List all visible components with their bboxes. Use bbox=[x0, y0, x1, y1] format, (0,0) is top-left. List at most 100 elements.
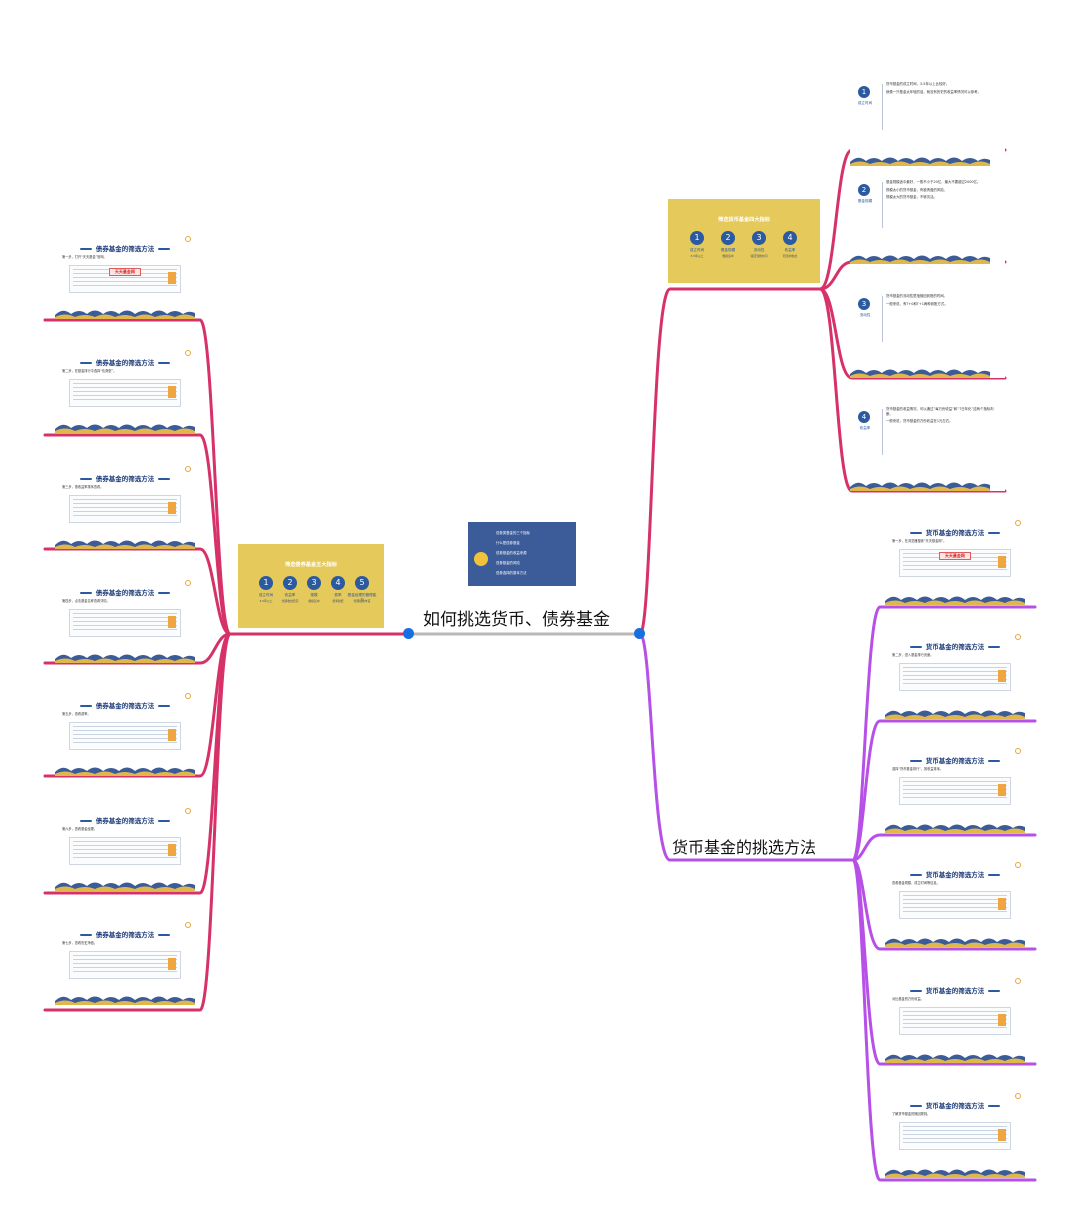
brand-logo-icon bbox=[1015, 748, 1021, 754]
wave-decoration bbox=[55, 424, 195, 433]
left-branch-line bbox=[43, 632, 232, 1012]
indicators-heading: 筛选货币基金四大指标 bbox=[718, 217, 770, 223]
screenshot-thumbnail bbox=[69, 951, 181, 979]
indicator-desc: 费率较低 bbox=[332, 599, 344, 603]
divider bbox=[882, 296, 883, 342]
divider bbox=[882, 182, 883, 228]
indicator-label: 规模 bbox=[310, 593, 318, 597]
right-upper-branch-line bbox=[818, 287, 1007, 493]
indicators-heading: 筛选债券基金五大指标 bbox=[285, 562, 337, 568]
right-lower-branch-line bbox=[851, 858, 1037, 1182]
card-title: 货币基金的筛选方法 bbox=[885, 641, 1025, 651]
wave-decoration bbox=[850, 157, 990, 166]
money-fund-indicators-card[interactable]: 筛选货币基金四大指标 1 2 3 4 成立时间 基金规模 流动性 收益率 3-5… bbox=[668, 199, 820, 283]
indicator-desc: 赎回到账时间 bbox=[750, 254, 768, 258]
fund-method-card[interactable]: 债券基金的筛选方法第七步，查看历史净值。 bbox=[55, 919, 195, 1005]
card-title: 货币基金的筛选方法 bbox=[885, 527, 1025, 537]
brand-logo-icon bbox=[185, 236, 191, 242]
indicator-desc: 3-5年以上 bbox=[690, 254, 704, 258]
fund-method-card[interactable]: 债券基金的筛选方法第四步，点击基金名称查看详情。 bbox=[55, 577, 195, 663]
brand-logo-icon bbox=[185, 808, 191, 814]
indicator-number: 3 bbox=[858, 298, 870, 310]
indicator-label: 收益率 bbox=[784, 248, 796, 252]
indicator-number: 1 bbox=[858, 86, 870, 98]
card-step-text: 第二步，进入基金排行页面。 bbox=[892, 653, 934, 657]
fund-method-card[interactable]: 货币基金的筛选方法选择“货币基金排行”，按收益排序。 bbox=[885, 745, 1025, 833]
indicator-label: 收益率 bbox=[284, 593, 296, 597]
indicator-text: 规模太大的货币基金，不够灵活。 bbox=[886, 195, 937, 200]
screenshot-thumbnail bbox=[899, 891, 1011, 919]
fund-method-card[interactable]: 债券基金的筛选方法第五步，查看费率。 bbox=[55, 690, 195, 776]
fund-method-card[interactable]: 货币基金的筛选方法了解货币基金的赎回规则。 bbox=[885, 1090, 1025, 1178]
indicator-label: 基金经理的管理能力 bbox=[347, 593, 377, 602]
indicator-name: 流动性 bbox=[859, 313, 871, 317]
card-step-text: 第七步，查看历史净值。 bbox=[62, 941, 98, 945]
fund-method-card[interactable]: 债券基金的筛选方法第二步，在基金排行中选择“债券型”。 bbox=[55, 347, 195, 433]
wave-decoration bbox=[885, 596, 1025, 605]
indicator-name: 基金规模 bbox=[857, 199, 873, 203]
fund-method-card[interactable]: 债券基金的筛选方法第六步，查看基金经理。 bbox=[55, 805, 195, 891]
brand-logo-icon bbox=[1015, 862, 1021, 868]
fund-method-card[interactable]: 货币基金的筛选方法第二步，进入基金排行页面。 bbox=[885, 631, 1025, 719]
wave-decoration bbox=[55, 310, 195, 319]
card-step-text: 了解货币基金的赎回规则。 bbox=[892, 1112, 931, 1116]
wave-decoration bbox=[850, 482, 990, 491]
right-lower-branch-line bbox=[851, 833, 1037, 862]
brand-logo-icon bbox=[185, 466, 191, 472]
screenshot-thumbnail bbox=[69, 379, 181, 407]
fund-method-card[interactable]: 债券基金的筛选方法第三步，按收益率排序查看。 bbox=[55, 463, 195, 549]
indicator-number: 3 bbox=[752, 231, 766, 245]
fund-method-card[interactable]: 货币基金的筛选方法对比基金的万份收益。 bbox=[885, 975, 1025, 1063]
card-title: 债券基金的筛选方法 bbox=[55, 587, 195, 597]
card-title: 货币基金的筛选方法 bbox=[885, 1100, 1025, 1110]
indicator-number: 4 bbox=[858, 411, 870, 423]
divider bbox=[882, 409, 883, 455]
screenshot-thumbnail bbox=[69, 609, 181, 637]
fund-method-card[interactable]: 货币基金的筛选方法查看基金规模、成立时间等信息。 bbox=[885, 859, 1025, 947]
brand-logo-icon bbox=[185, 350, 191, 356]
right-lower-trunk bbox=[638, 632, 855, 862]
screenshot-thumbnail bbox=[69, 837, 181, 865]
card-title: 货币基金的筛选方法 bbox=[885, 985, 1025, 995]
brand-logo-icon bbox=[185, 922, 191, 928]
card-title: 债券基金的筛选方法 bbox=[55, 700, 195, 710]
site-logo-icon: 天天基金网 bbox=[938, 552, 972, 560]
wave-decoration bbox=[885, 824, 1025, 833]
card-step-text: 第五步，查看费率。 bbox=[62, 712, 91, 716]
wave-decoration bbox=[55, 540, 195, 549]
card-step-text: 查看基金规模、成立时间等信息。 bbox=[892, 881, 940, 885]
card-title: 债券基金的筛选方法 bbox=[55, 357, 195, 367]
wave-decoration bbox=[55, 767, 195, 776]
debt-fund-indicators-card[interactable]: 筛选债券基金五大指标 1 2 3 4 5 成立时间 收益率 规模 费率 基金经理… bbox=[238, 544, 384, 628]
left-branch-line bbox=[43, 433, 232, 636]
screenshot-thumbnail bbox=[69, 495, 181, 523]
indicator-number: 1 bbox=[690, 231, 704, 245]
right-upper-branch-line bbox=[818, 148, 1007, 291]
fund-method-card[interactable]: 货币基金的筛选方法第一步，在浏览器搜索“天天基金网”。天天基金网 bbox=[885, 517, 1025, 605]
card-title: 债券基金的筛选方法 bbox=[55, 243, 195, 253]
money-fund-branch-label[interactable]: 货币基金的挑选方法 bbox=[672, 838, 817, 857]
indicator-number: 4 bbox=[331, 576, 345, 590]
screenshot-thumbnail bbox=[899, 1122, 1011, 1150]
brand-logo-icon bbox=[1015, 634, 1021, 640]
indicator-number: 2 bbox=[721, 231, 735, 245]
divider bbox=[882, 84, 883, 130]
card-title: 债券基金的筛选方法 bbox=[55, 929, 195, 939]
left-node-dot bbox=[403, 628, 414, 639]
card-title: 债券基金的筛选方法 bbox=[55, 815, 195, 825]
card-title: 货币基金的筛选方法 bbox=[885, 869, 1025, 879]
central-topic[interactable]: 如何挑选货币、债券基金 bbox=[423, 610, 610, 630]
card-step-text: 第一步，在浏览器搜索“天天基金网”。 bbox=[892, 539, 947, 543]
wave-decoration bbox=[55, 882, 195, 891]
indicator-desc: 3-5年以上 bbox=[259, 599, 273, 603]
debt-fund-intro-box[interactable]: 债券类基金的三个指标 什么是债券基金 债券基金的收益来源 债券基金的风险 债券选… bbox=[468, 522, 576, 586]
fund-method-card[interactable]: 债券基金的筛选方法第一步，打开“天天基金”官网。天天基金网 bbox=[55, 233, 195, 319]
screenshot-thumbnail bbox=[899, 663, 1011, 691]
screenshot-thumbnail bbox=[899, 777, 1011, 805]
sun-icon bbox=[474, 552, 488, 566]
